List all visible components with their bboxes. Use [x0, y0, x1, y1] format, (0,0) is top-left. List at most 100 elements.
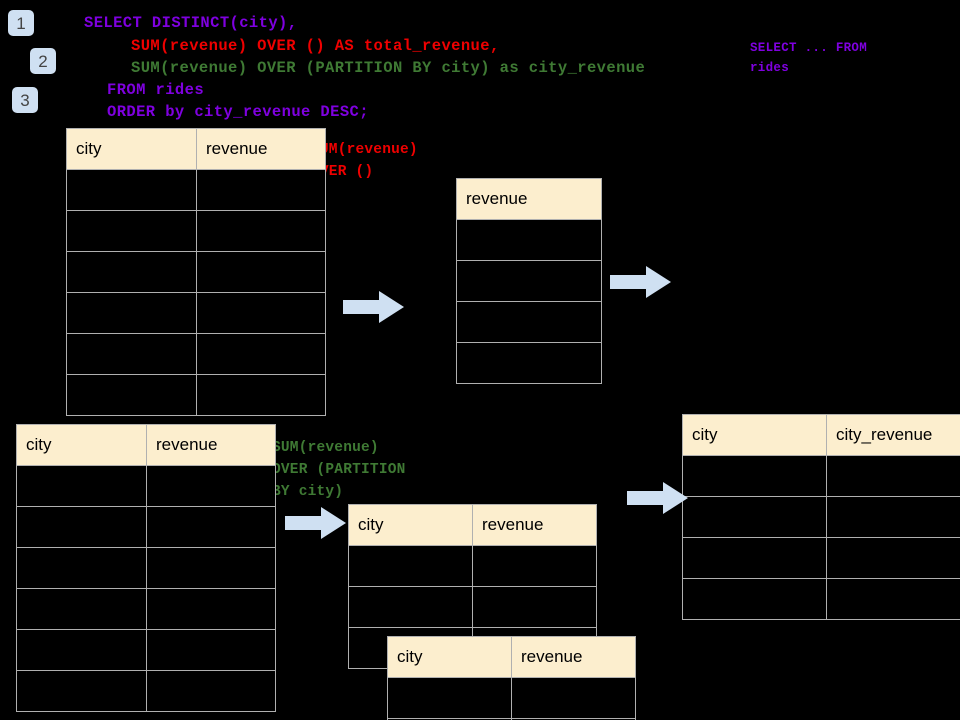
table-row — [16, 588, 276, 630]
column-header-revenue: revenue — [146, 424, 276, 466]
table-cell — [196, 210, 326, 252]
table-header-row: city city_revenue — [682, 414, 960, 456]
column-header-revenue: revenue — [511, 636, 636, 678]
table-cell — [66, 169, 197, 211]
table-cell — [16, 629, 147, 671]
table-cell — [472, 586, 597, 628]
table-row — [682, 455, 960, 497]
table-cell — [16, 547, 147, 589]
arrow-source-to-total — [343, 291, 404, 323]
table-row — [387, 677, 636, 719]
table-cell — [146, 629, 276, 671]
table-cell — [146, 547, 276, 589]
table-header-row: city revenue — [348, 504, 597, 546]
step-badge-1: 1 — [8, 10, 34, 36]
table-cell — [456, 301, 602, 343]
table-cell — [146, 670, 276, 712]
table-cell — [826, 578, 960, 620]
annotation-city-revenue-line-3: BY city) — [272, 484, 344, 500]
table-cell — [456, 342, 602, 384]
column-header-city: city — [66, 128, 197, 170]
table-body — [66, 169, 326, 416]
table-row — [456, 301, 602, 343]
table-row — [16, 506, 276, 548]
table-cell — [682, 537, 827, 579]
step-badge-2: 2 — [30, 48, 56, 74]
table-cell — [196, 333, 326, 375]
table-row — [387, 718, 636, 720]
arrow-partition-to-result — [627, 482, 688, 514]
table-source-top: city revenue — [66, 128, 326, 416]
table-cell — [511, 677, 636, 719]
column-header-city-revenue: city_revenue — [826, 414, 960, 456]
annotation-total-revenue-line-1: SUM(revenue) — [311, 142, 418, 158]
table-cell — [16, 465, 147, 507]
table-source-bottom: city revenue — [16, 424, 276, 712]
table-row — [348, 545, 597, 587]
table-cell — [146, 588, 276, 630]
table-total-revenue: revenue — [456, 178, 602, 384]
table-header-row: city revenue — [16, 424, 276, 466]
side-note-line-1: SELECT ... FROM — [750, 41, 868, 55]
table-cell — [348, 586, 473, 628]
table-cell — [66, 292, 197, 334]
column-header-city: city — [387, 636, 512, 678]
table-body — [456, 219, 602, 384]
table-body — [16, 465, 276, 712]
table-row — [66, 169, 326, 211]
table-cell — [146, 465, 276, 507]
arrow-total-to-result — [610, 266, 671, 298]
sql-line-order-by: ORDER by city_revenue DESC; — [107, 103, 369, 121]
sql-line-from: FROM rides — [107, 81, 205, 99]
table-cell — [826, 496, 960, 538]
table-row — [456, 260, 602, 302]
table-row — [16, 629, 276, 671]
table-header-row: revenue — [456, 178, 602, 220]
table-cell — [511, 718, 636, 720]
table-cell — [196, 169, 326, 211]
step-badge-1-label: 1 — [16, 13, 26, 33]
table-cell — [16, 670, 147, 712]
table-cell — [456, 219, 602, 261]
table-row — [16, 547, 276, 589]
table-cell — [66, 374, 197, 416]
step-badge-3: 3 — [12, 87, 38, 113]
table-row — [682, 537, 960, 579]
table-cell — [826, 455, 960, 497]
column-header-city: city — [348, 504, 473, 546]
table-header-row: city revenue — [66, 128, 326, 170]
table-cell — [456, 260, 602, 302]
table-row — [682, 496, 960, 538]
table-body — [682, 455, 960, 620]
table-row — [456, 219, 602, 261]
table-cell — [682, 496, 827, 538]
sql-line-select: SELECT DISTINCT(city), — [84, 14, 298, 32]
table-cell — [348, 545, 473, 587]
table-row — [682, 578, 960, 620]
step-badge-3-label: 3 — [20, 90, 30, 110]
column-header-revenue: revenue — [196, 128, 326, 170]
sql-line-total-revenue: SUM(revenue) OVER () AS total_revenue, — [131, 37, 500, 55]
table-row — [16, 465, 276, 507]
table-header-row: city revenue — [387, 636, 636, 678]
table-cell — [16, 506, 147, 548]
annotation-city-revenue-line-2: OVER (PARTITION — [272, 462, 406, 478]
table-row — [456, 342, 602, 384]
table-row — [66, 374, 326, 416]
table-cell — [472, 545, 597, 587]
table-row — [66, 251, 326, 293]
table-cell — [66, 251, 197, 293]
column-header-revenue: revenue — [472, 504, 597, 546]
table-cell — [146, 506, 276, 548]
table-cell — [196, 374, 326, 416]
table-cell — [387, 677, 512, 719]
table-row — [66, 210, 326, 252]
table-cell — [66, 210, 197, 252]
table-cell — [682, 578, 827, 620]
column-header-city: city — [16, 424, 147, 466]
side-note-line-2: rides — [750, 61, 790, 75]
arrow-source-to-partition — [285, 507, 346, 539]
column-header-city: city — [682, 414, 827, 456]
table-cell — [196, 292, 326, 334]
